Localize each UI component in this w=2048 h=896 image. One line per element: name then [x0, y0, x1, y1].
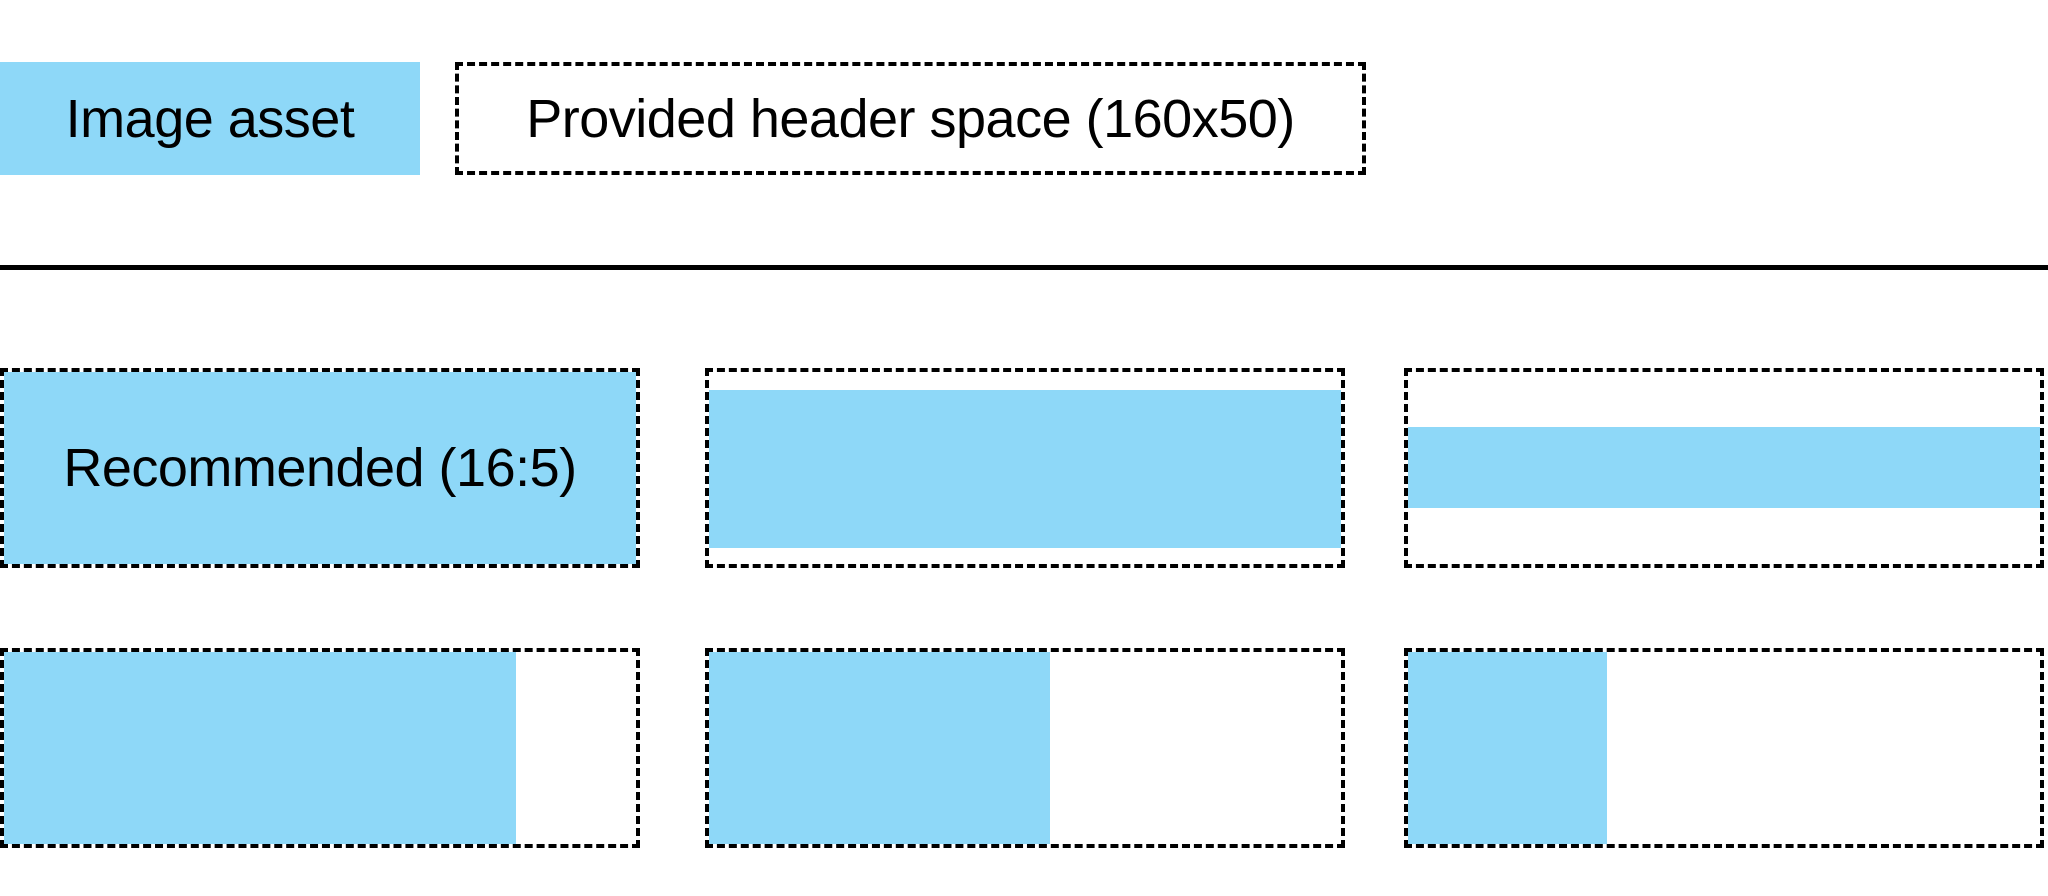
example-label: [1408, 652, 2040, 844]
example-wide-asset-letterboxed: [705, 368, 1345, 568]
example-recommended-16-5: Recommended (16:5): [0, 368, 640, 568]
legend-header-space-label: Provided header space (160x50): [526, 88, 1295, 149]
recommended-label: Recommended (16:5): [63, 438, 577, 498]
example-narrow-asset-left-aligned: [1404, 648, 2044, 848]
legend-header-space-box: Provided header space (160x50): [455, 62, 1366, 175]
example-label: [709, 652, 1341, 844]
example-label: [4, 652, 636, 844]
header-space-area: [4, 652, 636, 844]
section-divider: [0, 265, 2048, 270]
image-asset-fill: [1408, 426, 2040, 509]
legend-image-asset-swatch: Image asset: [0, 62, 420, 175]
example-label: [709, 372, 1341, 564]
header-space-area: [1408, 652, 2040, 844]
example-taller-asset-left-aligned: [705, 648, 1345, 848]
image-asset-fill: [1408, 652, 1608, 844]
example-very-wide-asset-letterboxed: [1404, 368, 2044, 568]
image-asset-fill: [709, 390, 1341, 548]
header-space-area: [1408, 372, 2040, 564]
header-space-area: [709, 652, 1341, 844]
image-asset-fill: [4, 372, 636, 564]
example-label: [1408, 372, 2040, 564]
header-space-area: [709, 372, 1341, 564]
image-asset-fill: [709, 652, 1051, 844]
header-space-area: Recommended (16:5): [4, 372, 636, 564]
example-tall-asset-left-aligned: [0, 648, 640, 848]
image-asset-fill: [4, 652, 516, 844]
legend-image-asset-label: Image asset: [65, 88, 355, 149]
